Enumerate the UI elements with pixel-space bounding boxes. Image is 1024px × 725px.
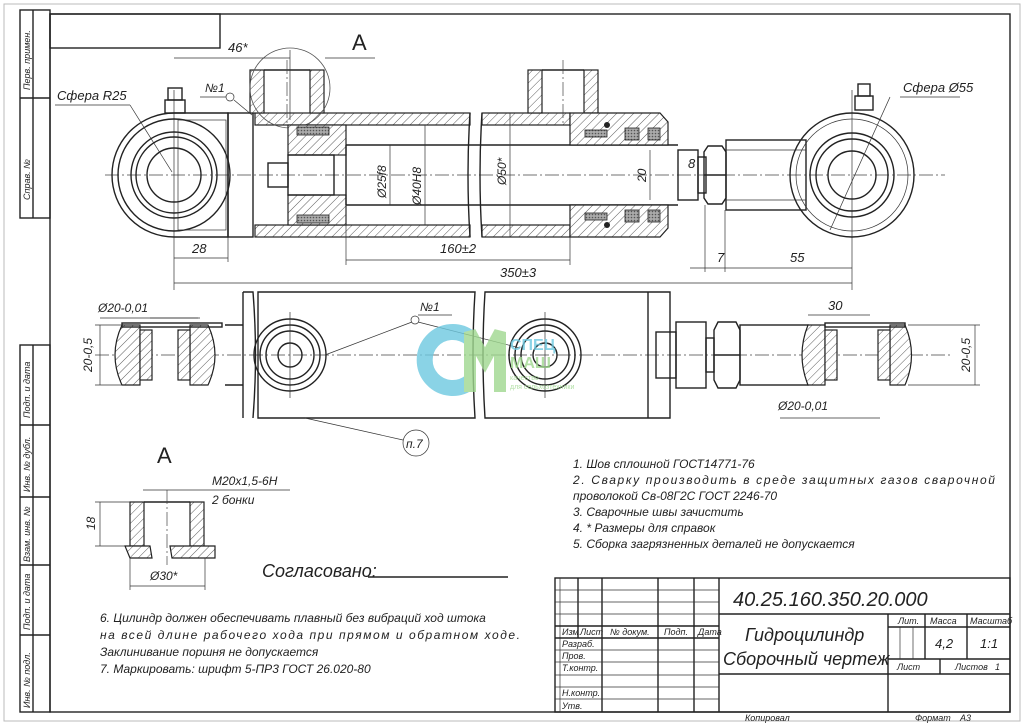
left-strip: Перв. примен. Справ. № Подп. и дата Инв.… [19, 9, 51, 713]
dim-350: 350±3 [500, 265, 537, 280]
svg-text:Разраб.: Разраб. [562, 639, 595, 649]
svg-text:Формат: Формат [915, 713, 951, 723]
svg-text:СПЕЦ: СПЕЦ [510, 337, 556, 354]
dim-d50: Ø50* [495, 157, 509, 186]
svg-text:4. * Размеры для справок: 4. * Размеры для справок [573, 521, 717, 535]
bottom-view: Ø20-0,01 20-0,5 30 Ø20-0,01 20-0,5 №1 п.… [81, 291, 980, 457]
svg-text:Листов: Листов [954, 662, 988, 672]
main-view: Сфера R25 Сфера Ø55 А №1 46* 28 160±2 35… [55, 30, 974, 290]
notes-right: 1. Шов сплошной ГОСТ14771-76 2. Сварку п… [572, 457, 995, 551]
section-a-mark: А [352, 30, 367, 55]
svg-text:Дата: Дата [697, 627, 722, 637]
document-type: Сборочный чертеж [723, 649, 891, 669]
weld-mark: №1 [420, 300, 440, 314]
dim-55: 55 [790, 250, 805, 265]
dim-d40h8: Ø40H8 [410, 167, 424, 206]
dim-46: 46* [228, 40, 248, 55]
dim-d20-left: Ø20-0,01 [97, 301, 148, 315]
qty-label: 2 бонки [211, 493, 255, 507]
svg-text:Подп.: Подп. [664, 627, 688, 637]
detail-a-title: А [157, 443, 172, 468]
svg-text:Утв.: Утв. [561, 701, 582, 711]
top-left-stamp [49, 13, 221, 49]
weld-mark: №1 [205, 81, 225, 95]
svg-text:3. Сварочные швы зачистить: 3. Сварочные швы зачистить [573, 505, 744, 519]
designation: 40.25.160.350.20.000 [733, 589, 928, 611]
notes-left: 6. Цилиндр должен обеспечивать плавный б… [100, 611, 520, 676]
dim-28: 28 [191, 241, 207, 256]
thread-label: M20x1,5-6H [212, 474, 278, 488]
sheets-count: 1 [995, 662, 1000, 672]
strip-label: Инв. № подл. [22, 652, 32, 708]
agreed-label: Согласовано: [262, 561, 377, 581]
dim-d25f8: Ø25f8 [375, 165, 389, 199]
svg-text:качество: качество [510, 375, 539, 382]
svg-text:7. Маркировать: шрифт 5-ПР3 ГО: 7. Маркировать: шрифт 5-ПР3 ГОСТ 26.020-… [100, 662, 371, 676]
format-value: А3 [959, 713, 971, 723]
svg-text:Пров.: Пров. [562, 651, 586, 661]
svg-text:Копировал: Копировал [745, 713, 790, 723]
strip-label: Подп. и дата [22, 574, 32, 630]
svg-text:№ докум.: № докум. [610, 627, 650, 637]
dim-d20-right: Ø20-0,01 [777, 399, 828, 413]
svg-text:Заклинивание поршня не допуска: Заклинивание поршня не допускается [100, 645, 319, 659]
mass-value: 4,2 [935, 636, 954, 651]
product-name: Гидроцилиндр [745, 625, 864, 645]
detail-a: А M20x1,5-6H 2 бонки 18 Ø30* [84, 443, 290, 590]
title-block: 40.25.160.350.20.000 Гидроцилиндр Сбороч… [554, 577, 1013, 723]
dim-30: 30 [828, 298, 843, 313]
svg-text:проволокой Св-08Г2С ГОСТ 2246-: проволокой Св-08Г2С ГОСТ 2246-70 [573, 489, 777, 503]
strip-label: Перв. примен. [22, 30, 32, 90]
svg-text:на всей длине рабочего хода пр: на всей длине рабочего хода при прямом и… [100, 628, 520, 642]
svg-text:Изм: Изм [562, 627, 579, 637]
dim-20-right: 20-0,5 [959, 338, 973, 373]
sphere-r25-label: Сфера R25 [57, 88, 127, 103]
svg-text:Н.контр.: Н.контр. [562, 688, 600, 698]
dim-18: 18 [84, 516, 98, 530]
svg-text:6. Цилиндр должен обеспечивать: 6. Цилиндр должен обеспечивать плавный б… [100, 611, 486, 625]
dim-20: 20 [635, 168, 649, 183]
page-edge [3, 3, 1021, 722]
strip-label: Справ. № [22, 159, 32, 200]
dim-d30: Ø30* [149, 569, 178, 583]
note-ref-7: п.7 [406, 437, 424, 451]
svg-text:для сельхозтехники: для сельхозтехники [510, 384, 574, 391]
svg-text:Лист: Лист [896, 662, 921, 672]
watermark-logo: СПЕЦ МАШ качество для сельхозтехники [416, 324, 574, 396]
svg-text:Масса: Масса [930, 616, 957, 626]
strip-label: Инв. № дубл. [22, 437, 32, 492]
svg-text:Т.контр.: Т.контр. [562, 663, 598, 673]
svg-text:5. Сборка загрязненных деталей: 5. Сборка загрязненных деталей не допуск… [573, 537, 855, 551]
strip-label: Подп. и дата [22, 362, 32, 418]
svg-text:Лист: Лист [579, 627, 604, 637]
svg-text:Лит.: Лит. [897, 616, 919, 626]
sphere-d55-label: Сфера Ø55 [903, 80, 974, 95]
strip-label: Взам. инв. № [22, 506, 32, 562]
dim-20-left: 20-0,5 [81, 338, 95, 373]
scale-value: 1:1 [980, 636, 998, 651]
svg-text:МАШ: МАШ [510, 355, 551, 372]
dim-160: 160±2 [440, 241, 477, 256]
dim-7: 7 [717, 250, 725, 265]
svg-text:2. Сварку производить в среде: 2. Сварку производить в среде защитных г… [572, 473, 995, 487]
svg-text:1. Шов сплошной ГОСТ14771-76: 1. Шов сплошной ГОСТ14771-76 [573, 457, 755, 471]
svg-text:Масштаб: Масштаб [970, 616, 1013, 626]
dim-8: 8 [688, 156, 696, 171]
